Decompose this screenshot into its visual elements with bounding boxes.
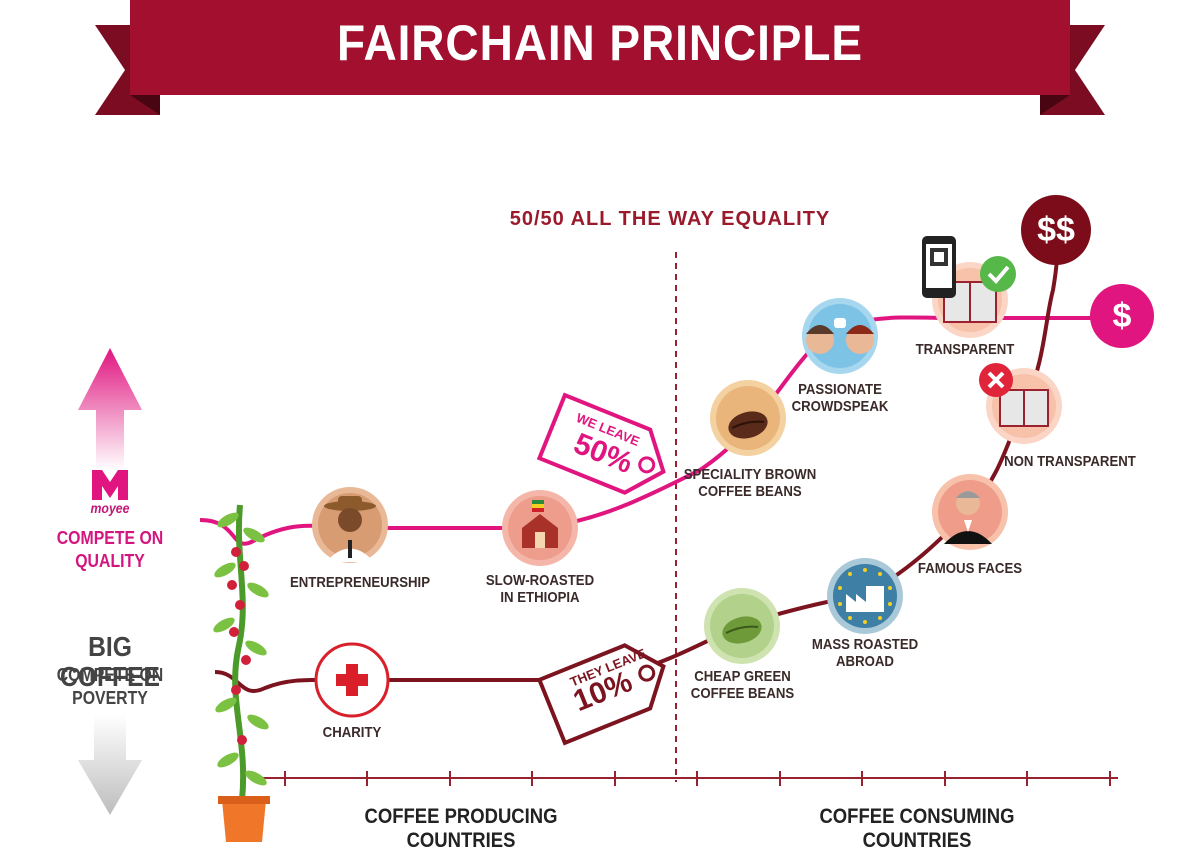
double-dollar-badge: [1021, 195, 1091, 265]
mass-roasted-label-2: ABROAD: [836, 653, 894, 670]
big-coffee-label: BIG COFFEE: [60, 631, 160, 692]
crowdspeak-label-2: CROWDSPEAK: [791, 398, 889, 415]
famous-faces-label: FAMOUS FACES: [917, 560, 1023, 577]
page-title: FAIRCHAIN PRINCIPLE: [336, 15, 864, 71]
crowdspeak-label-1: PASSIONATE: [798, 381, 882, 398]
big-coffee-compete-line1: COMPETE ON: [56, 665, 164, 685]
coffee-plant: [213, 504, 270, 842]
consuming-countries-label: COFFEE CONSUMING COUNTRIES: [819, 805, 1015, 852]
single-dollar-text: $: [1112, 297, 1132, 335]
speciality-label-2: COFFEE BEANS: [698, 483, 802, 500]
speciality-beans-node: [710, 380, 786, 456]
charity-node: [314, 642, 390, 718]
they-leave-tag: [536, 643, 666, 746]
mass-roasted-label-1: MASS ROASTED: [811, 636, 919, 653]
single-dollar-badge: [1090, 284, 1154, 348]
x-axis: [255, 771, 1118, 786]
compete-on-quality-arrow: [78, 348, 142, 470]
entrepreneurship-label: ENTREPRENEURSHIP: [289, 574, 431, 591]
moyee-compete-line1: COMPETE ON: [56, 528, 164, 548]
moyee-logo-text: moyee: [90, 500, 130, 516]
title-banner: [95, 0, 1105, 115]
producing-countries-label: COFFEE PRODUCING COUNTRIES: [364, 805, 558, 852]
non-transparent-node: [979, 363, 1062, 444]
entrepreneurship-node: [312, 487, 388, 563]
equality-tagline: 50/50 ALL THE WAY EQUALITY: [509, 208, 831, 230]
we-leave-tag: [536, 392, 666, 495]
famous-faces-node: [932, 474, 1008, 550]
big-coffee-compete-line2: POVERTY: [72, 688, 148, 708]
crowdspeak-node: [802, 298, 878, 374]
cheap-green-label-1: CHEAP GREEN: [694, 668, 791, 685]
moyee-compete-line2: QUALITY: [75, 551, 145, 571]
slow-roasted-node: [502, 490, 578, 566]
speciality-label-1: SPECIALITY BROWN: [683, 466, 817, 483]
slow-roasted-label-2: IN ETHIOPIA: [500, 589, 580, 606]
non-transparent-label: NON TRANSPARENT: [1004, 453, 1136, 470]
slow-roasted-label-1: SLOW-ROASTED: [485, 572, 595, 589]
cheap-green-label-2: COFFEE BEANS: [690, 685, 795, 702]
charity-label: CHARITY: [322, 724, 382, 741]
mass-roasted-node: [827, 558, 903, 634]
cheap-green-node: [704, 588, 780, 664]
transparent-label: TRANSPARENT: [915, 341, 1015, 358]
compete-on-poverty-arrow: [78, 715, 142, 815]
moyee-logo: [92, 470, 128, 500]
transparent-node: [922, 236, 1016, 338]
double-dollar-text: $$: [1037, 211, 1075, 249]
